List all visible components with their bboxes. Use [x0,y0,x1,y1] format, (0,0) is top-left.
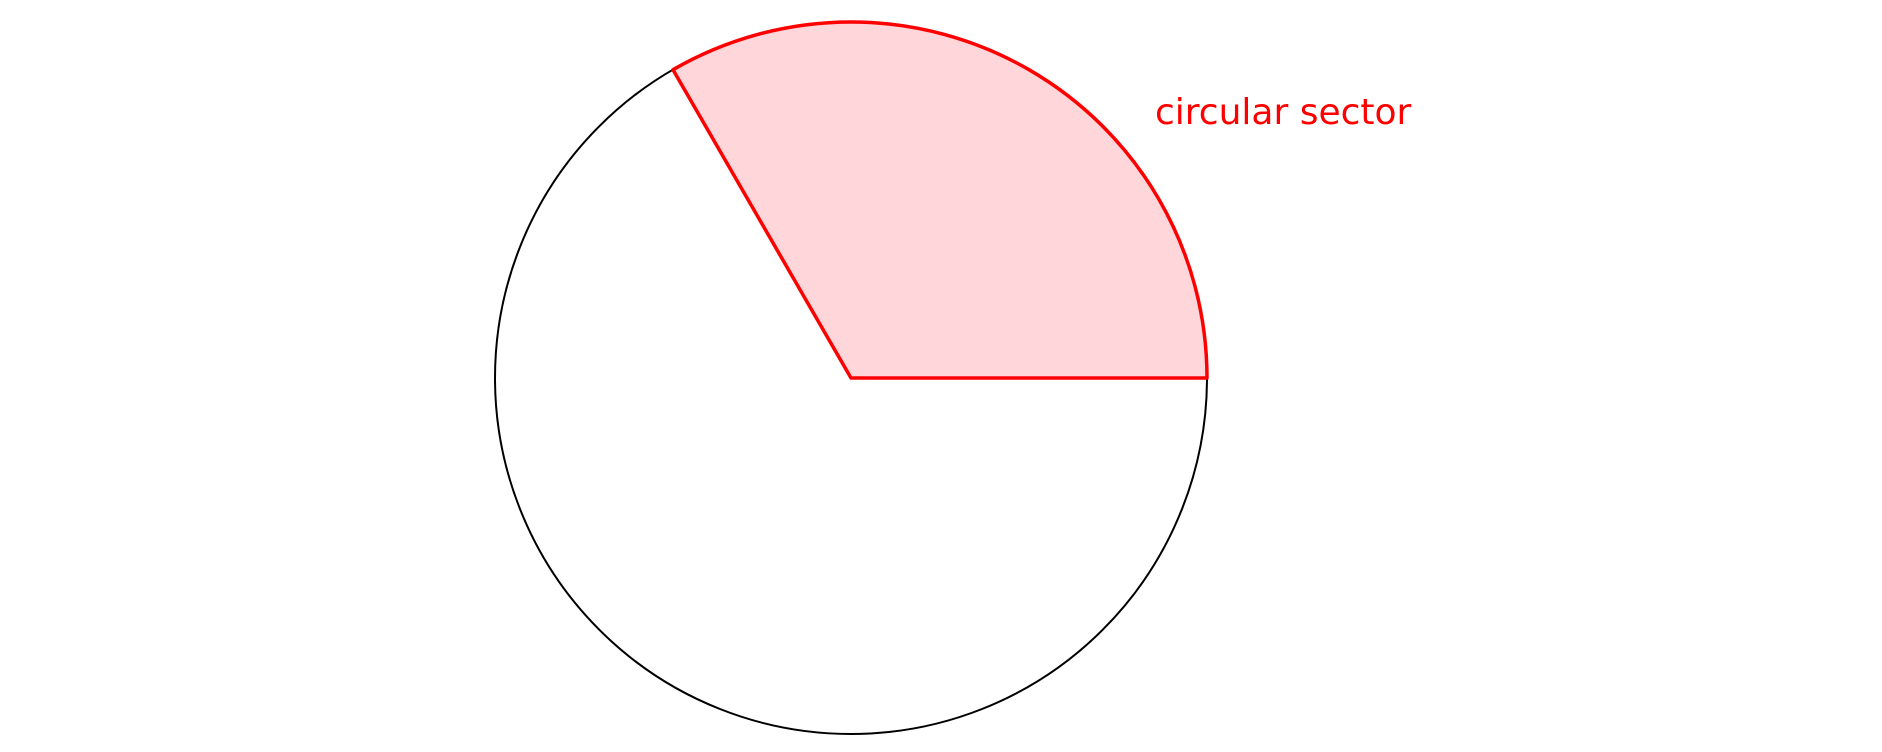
circular-sector-shape [671,20,1209,380]
sector-label: circular sector [1155,92,1412,133]
